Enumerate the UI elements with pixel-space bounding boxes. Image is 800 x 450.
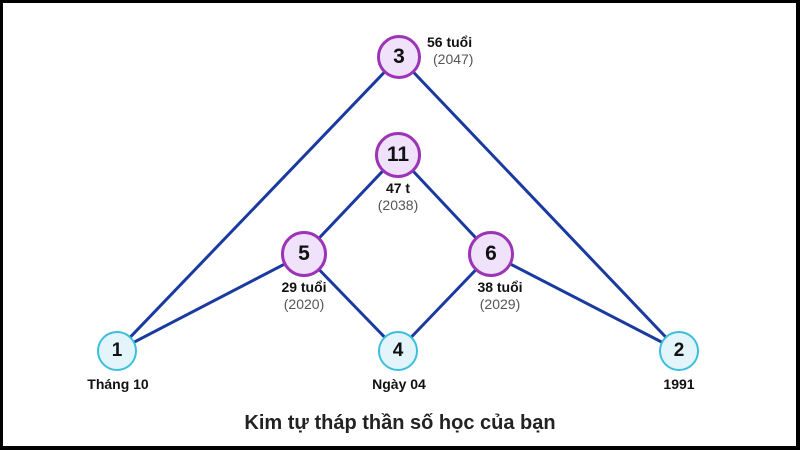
edge-2-3 (397, 55, 681, 353)
base-node-1: 1 (97, 331, 137, 371)
peak-3-year: (2047) (433, 51, 474, 67)
peak-6-year: (2029) (479, 296, 521, 312)
peak-3-age: 56 tuổi (427, 34, 473, 50)
peak-5-year: (2020) (283, 296, 325, 312)
diagram-title: Kim tự tháp thần số học của bạn (244, 412, 556, 434)
edge-2-6 (489, 252, 681, 353)
edge-1-5 (115, 252, 306, 353)
edge-1-3 (115, 55, 401, 353)
peak-5-age: 29 tuổi (281, 279, 327, 295)
peak-11-age: 47 t (385, 180, 411, 196)
base-4-label: Ngày 04 (372, 376, 426, 392)
peak-3-label: 56 tuổi (2047) (427, 34, 473, 68)
base-node-2: 2 (659, 331, 699, 371)
base-2-label: 1991 (663, 376, 695, 392)
pyramid-node-6: 6 (468, 231, 514, 277)
pyramid-node-5: 5 (281, 231, 327, 277)
peak-6-age: 38 tuổi (477, 279, 523, 295)
peak-11-label: 47 t (2038) (358, 180, 438, 214)
pyramid-node-11: 11 (375, 132, 421, 178)
peak-6-label: 38 tuổi (2029) (450, 279, 550, 313)
pyramid-node-3: 3 (377, 35, 421, 79)
peak-5-label: 29 tuổi (2020) (254, 279, 354, 313)
peak-11-year: (2038) (377, 197, 419, 213)
base-1-label: Tháng 10 (87, 376, 149, 392)
base-node-4: 4 (378, 331, 418, 371)
